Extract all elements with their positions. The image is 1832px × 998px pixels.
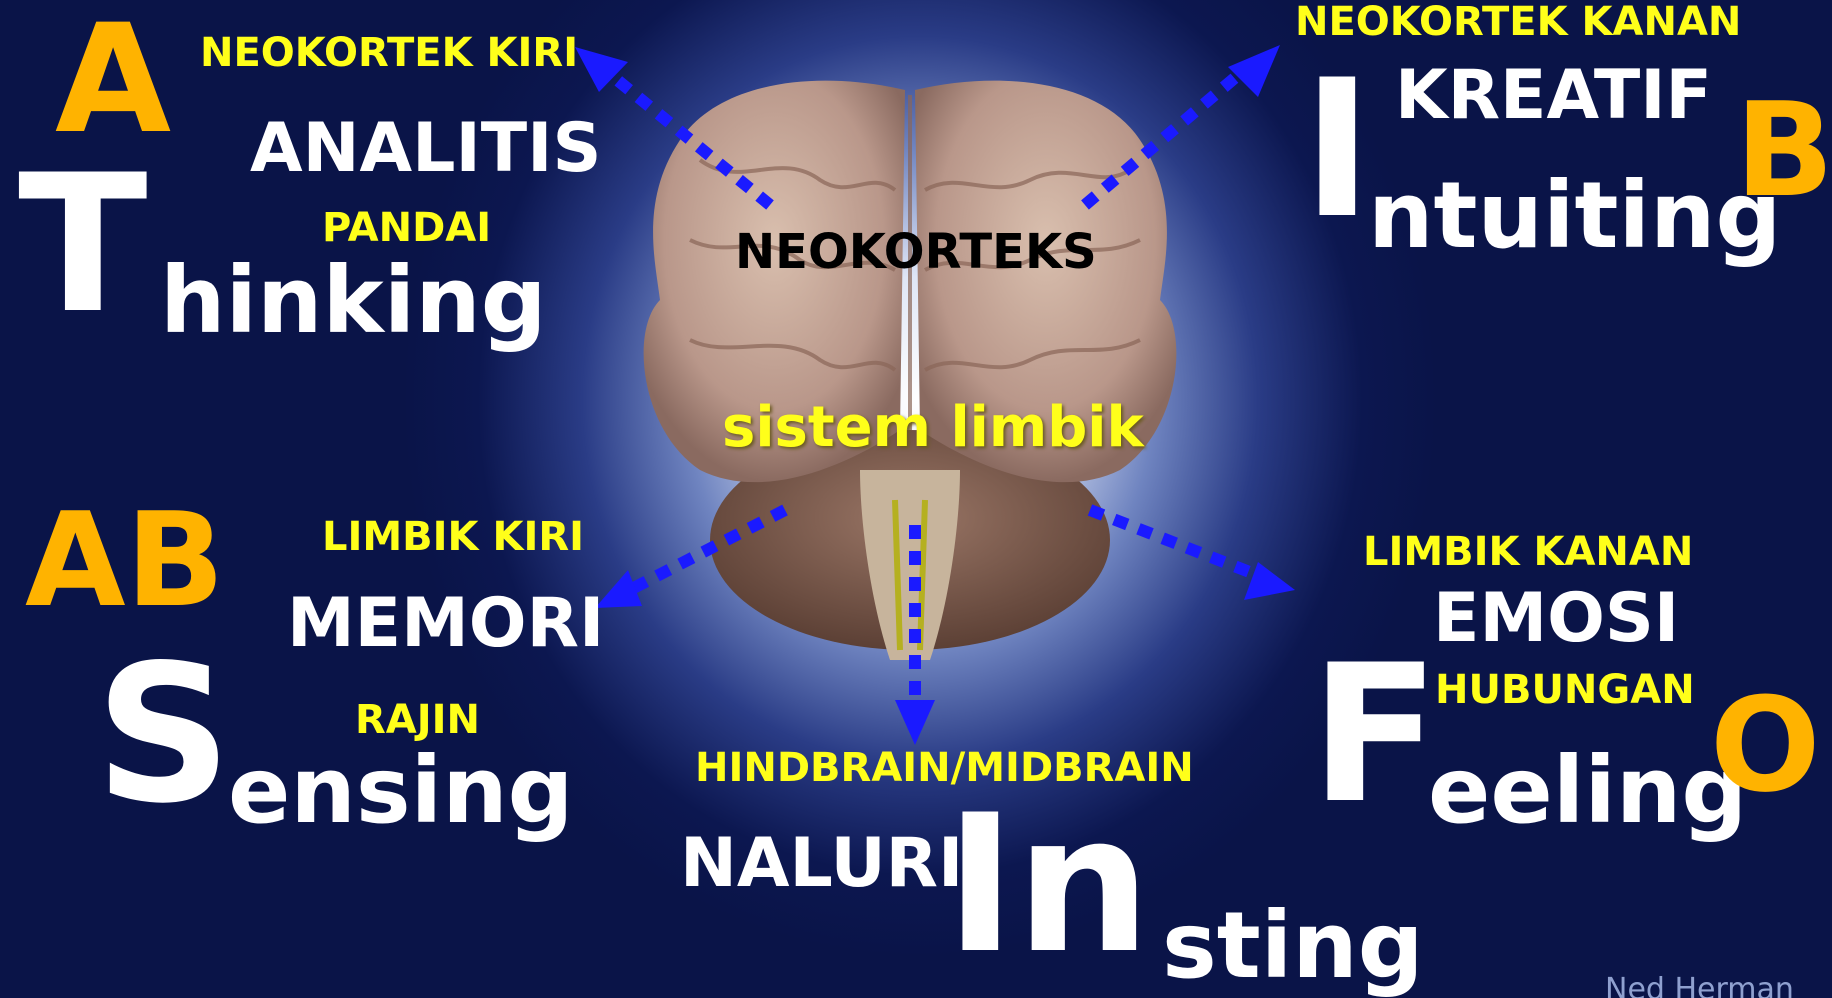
quadrant-letter-o: O [1710, 680, 1821, 810]
trait-label-analitis: ANALITIS [250, 115, 601, 183]
quadrant-letter-b: B [1735, 85, 1832, 215]
center-label-neokorteks: NEOKORTEKS [735, 228, 1097, 276]
region-label-limbik-kiri: LIMBIK KIRI [322, 517, 584, 557]
trait-label-kreatif: KREATIF [1395, 62, 1712, 130]
credit-text: Ned Herman [1605, 975, 1794, 998]
word-intuiting-rest: ntuiting [1368, 170, 1781, 262]
arrow-to-limbik-kanan [1090, 510, 1265, 578]
region-label-neokortek-kanan: NEOKORTEK KANAN [1295, 2, 1741, 42]
word-sensing-rest: ensing [228, 745, 574, 837]
word-feeling-rest: eeling [1428, 745, 1747, 837]
quadrant-letter-ab: AB [25, 495, 225, 625]
region-label-neokortek-kiri: NEOKORTEK KIRI [200, 33, 578, 73]
word-insting-rest: sting [1162, 900, 1424, 992]
arrowhead-neokortek-kanan [1228, 45, 1280, 97]
trait-label-memori: MEMORI [287, 590, 604, 658]
trait-label-naluri: NALURI [680, 830, 963, 898]
big-initial-t: T [18, 150, 148, 340]
arrowhead-limbik-kanan [1244, 562, 1295, 600]
subtrait-label-rajin: RAJIN [355, 700, 480, 740]
center-label-sistem-limbik: sistem limbik [722, 400, 1144, 456]
big-initial-i: I [1302, 55, 1373, 245]
region-label-limbik-kanan: LIMBIK KANAN [1363, 532, 1693, 572]
trait-label-emosi: EMOSI [1433, 585, 1679, 653]
arrow-to-limbik-kiri [620, 510, 785, 595]
arrowhead-hindbrain [895, 700, 935, 745]
big-initial-in: In [945, 790, 1151, 980]
subtrait-label-hubungan: HUBUNGAN [1435, 670, 1695, 710]
subtrait-label-pandai: PANDAI [322, 208, 491, 248]
arrow-to-neokortek-kanan [1085, 65, 1250, 205]
big-initial-f: F [1310, 640, 1440, 830]
arrow-to-neokortek-kiri [605, 70, 770, 205]
big-initial-s: S [95, 640, 232, 830]
quadrant-letter-a: A [55, 5, 171, 155]
word-thinking-rest: hinking [160, 255, 547, 347]
